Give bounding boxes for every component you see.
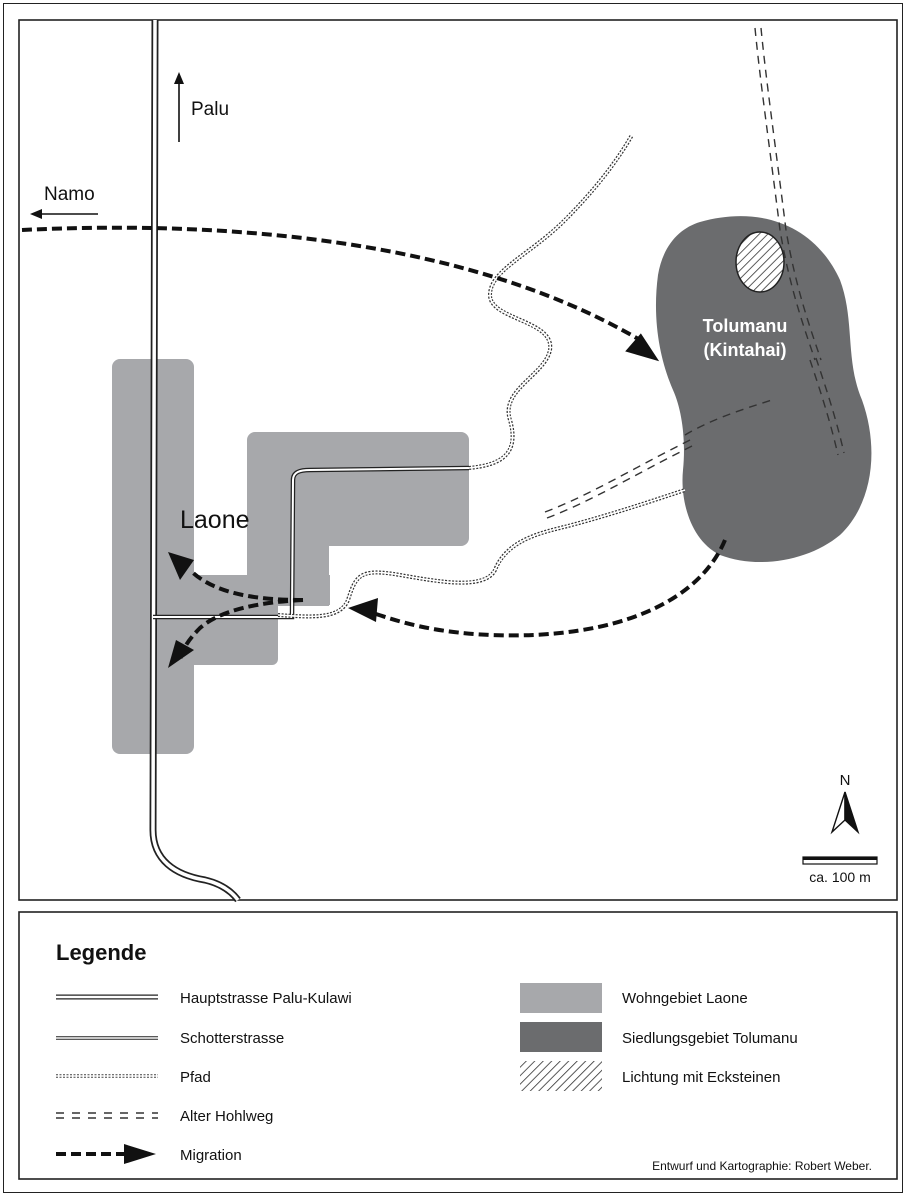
legend-label-migration: Migration xyxy=(180,1147,242,1164)
legend-symbol-hollow-way xyxy=(56,1112,158,1119)
north-label: N xyxy=(840,772,851,789)
figure-frame xyxy=(3,3,903,1193)
arrowhead-tolumanu xyxy=(625,333,660,362)
legend-frame xyxy=(18,911,898,1180)
migration-namo-to-tolumanu xyxy=(21,225,642,342)
footpaths xyxy=(277,134,686,619)
legend-title: Legende xyxy=(56,940,146,965)
legend-label-laone-area: Wohngebiet Laone xyxy=(622,990,748,1007)
map-frame xyxy=(18,19,898,901)
legend-label-hollow-way: Alter Hohlweg xyxy=(180,1108,273,1125)
legend-symbol-tolumanu-area xyxy=(520,1022,602,1052)
label-kintahai: (Kintahai) xyxy=(704,340,787,360)
migration-tolumanu-to-laone xyxy=(369,539,727,638)
north-arrow: N xyxy=(830,772,860,835)
arrowhead-laone-south xyxy=(168,640,194,668)
label-laone: Laone xyxy=(180,506,250,534)
scale-label: ca. 100 m xyxy=(809,869,870,885)
legend-label-tolumanu-area: Siedlungsgebiet Tolumanu xyxy=(622,1030,798,1047)
label-tolumanu: Tolumanu xyxy=(703,316,788,336)
legend-label-gravel-road: Schotterstrasse xyxy=(180,1030,284,1047)
main-road-palu-kulawi xyxy=(149,19,241,903)
label-namo: Namo xyxy=(44,184,95,205)
direction-namo xyxy=(30,209,98,219)
clearing-with-cornerstones xyxy=(735,231,785,293)
path-northeast xyxy=(468,134,634,470)
legend-symbol-clearing xyxy=(520,1061,602,1091)
migration-laone-west xyxy=(188,568,304,602)
legend-symbol-laone-area xyxy=(520,983,602,1013)
migration-arrowheads xyxy=(168,333,660,668)
label-palu: Palu xyxy=(191,99,229,120)
direction-palu xyxy=(174,72,184,142)
legend-label-path: Pfad xyxy=(180,1069,211,1086)
scale-bar: ca. 100 m xyxy=(802,856,878,885)
legend-label-main-road: Hauptstrasse Palu-Kulawi xyxy=(180,990,352,1007)
tolumanu-settlement-area xyxy=(655,216,872,563)
gravel-road xyxy=(153,465,470,620)
arrowhead-laone-west xyxy=(168,552,194,580)
legend-symbol-migration xyxy=(56,1144,156,1164)
laone-area-south xyxy=(185,575,278,665)
old-hollow-way xyxy=(544,27,845,519)
legend-label-clearing: Lichtung mit Ecksteinen xyxy=(622,1069,780,1086)
credit-line: Entwurf und Kartographie: Robert Weber. xyxy=(652,1159,872,1173)
arrowhead-laone-east xyxy=(348,598,378,622)
